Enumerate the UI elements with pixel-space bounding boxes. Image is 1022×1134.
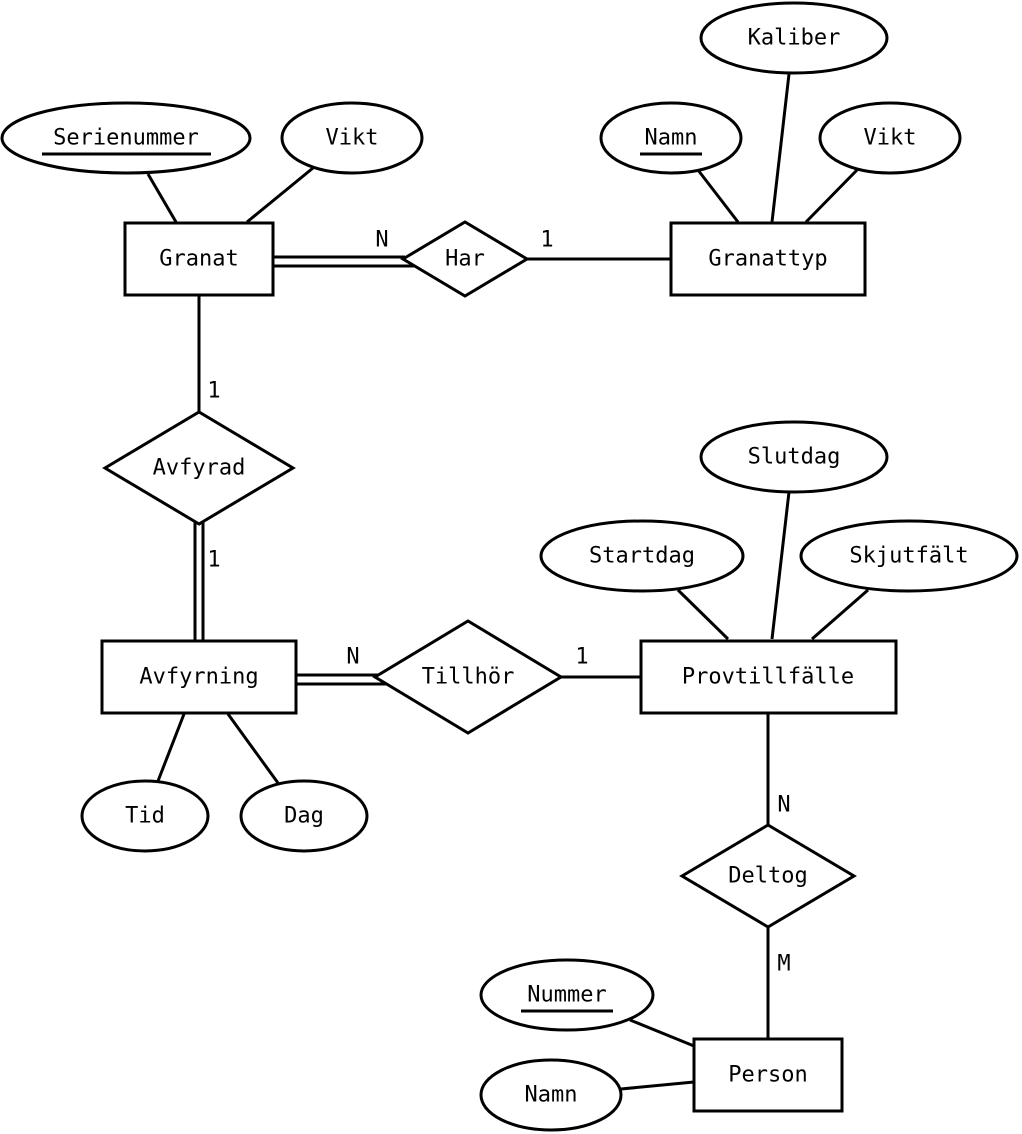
line-serienummer-granat	[146, 173, 178, 223]
entity-granattyp[interactable]: Granattyp	[669, 221, 867, 297]
entity-person[interactable]: Person	[692, 1037, 844, 1113]
cardinality-deltog-person: M	[777, 952, 790, 977]
relationship-tillhor-label: Tillhör	[422, 665, 515, 690]
cardinality-granat-har: N	[375, 228, 388, 253]
attribute-slutdag[interactable]: Slutdag	[699, 420, 889, 494]
line-slutdag-provtillfalle	[770, 491, 791, 640]
relationship-har-label: Har	[445, 247, 485, 272]
cardinality-labels: N 1 1 1 N 1 N M	[207, 228, 790, 977]
line-kaliber-granattyp	[770, 73, 791, 223]
attribute-startdag-label: Startdag	[589, 544, 695, 569]
attribute-kaliber-label: Kaliber	[748, 26, 841, 51]
attribute-nummer[interactable]: Nummer	[479, 958, 655, 1032]
relationship-tillhor[interactable]: Tillhör	[372, 619, 564, 735]
attribute-granat-vikt-label: Vikt	[326, 126, 379, 151]
entity-provtillfalle[interactable]: Provtillfälle	[639, 639, 898, 715]
line-dag-avfyrning	[226, 713, 280, 784]
attribute-granattyp-namn-label: Namn	[645, 126, 698, 151]
cardinality-avfyrad-avfyrning: 1	[207, 548, 220, 573]
attribute-nummer-label: Nummer	[527, 983, 606, 1008]
attribute-tid-label: Tid	[125, 804, 165, 829]
entity-granattyp-label: Granattyp	[708, 247, 827, 272]
attribute-person-namn-label: Namn	[525, 1083, 578, 1108]
attribute-serienummer-label: Serienummer	[53, 126, 199, 151]
relationship-deltog-label: Deltog	[728, 864, 807, 889]
attribute-granattyp-vikt[interactable]: Vikt	[818, 101, 962, 175]
attribute-serienummer[interactable]: Serienummer	[0, 101, 252, 175]
relationship-avfyrad[interactable]: Avfyrad	[102, 410, 296, 526]
attribute-kaliber[interactable]: Kaliber	[699, 1, 889, 75]
attribute-dag-label: Dag	[284, 804, 324, 829]
cardinality-provtillfalle-deltog: N	[777, 793, 790, 818]
entity-avfyrning[interactable]: Avfyrning	[100, 639, 298, 715]
attribute-startdag[interactable]: Startdag	[539, 519, 745, 593]
line-namn-granattyp	[696, 169, 740, 223]
attribute-person-namn[interactable]: Namn	[479, 1058, 623, 1132]
cardinality-granat-avfyrad: 1	[207, 379, 220, 404]
line-vikt2-granattyp	[804, 167, 860, 224]
line-vikt-granat	[246, 166, 314, 224]
cardinality-avfyrning-tillhor: N	[346, 645, 359, 670]
cardinality-tillhor-provtillfalle: 1	[575, 645, 588, 670]
entity-person-label: Person	[728, 1063, 807, 1088]
attribute-skjutfalt-label: Skjutfält	[849, 544, 968, 569]
line-skjutfalt-provtillfalle	[811, 588, 869, 641]
relationship-deltog[interactable]: Deltog	[679, 823, 857, 929]
attribute-slutdag-label: Slutdag	[748, 445, 841, 470]
attribute-granattyp-vikt-label: Vikt	[864, 126, 917, 151]
line-startdag-provtillfalle	[676, 588, 730, 641]
line-namn-person	[620, 1080, 695, 1091]
entity-granat-label: Granat	[159, 247, 238, 272]
attribute-granattyp-namn[interactable]: Namn	[599, 101, 743, 175]
relationship-har[interactable]: Har	[400, 220, 530, 298]
line-nummer-person	[629, 1018, 695, 1048]
entity-avfyrning-label: Avfyrning	[139, 665, 258, 690]
attribute-skjutfalt[interactable]: Skjutfält	[799, 519, 1019, 593]
attribute-granat-vikt[interactable]: Vikt	[280, 101, 424, 175]
connector-lines	[146, 73, 869, 1091]
entity-provtillfalle-label: Provtillfälle	[682, 665, 854, 690]
relationship-avfyrad-label: Avfyrad	[153, 456, 246, 481]
cardinality-har-granattyp: 1	[540, 228, 553, 253]
line-tid-avfyrning	[156, 713, 186, 782]
attribute-tid[interactable]: Tid	[80, 779, 210, 853]
entity-granat[interactable]: Granat	[123, 221, 275, 297]
attribute-dag[interactable]: Dag	[239, 779, 369, 853]
